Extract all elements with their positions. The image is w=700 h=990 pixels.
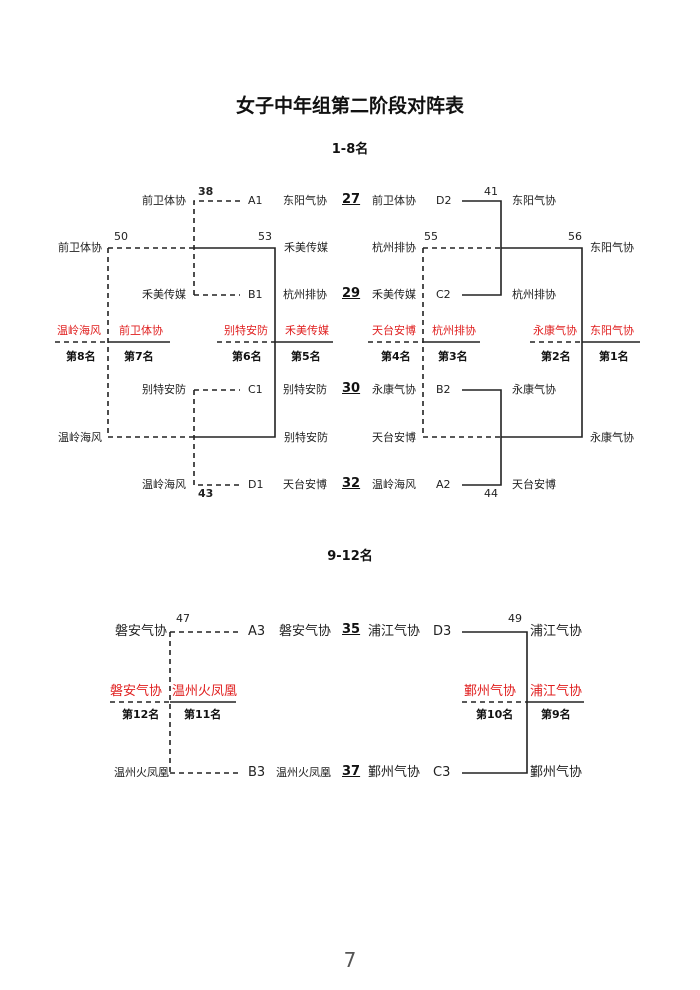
slot-label: A2 — [436, 478, 451, 491]
match-number: 27 — [342, 192, 361, 207]
match-number: 30 — [342, 381, 361, 396]
team-name: 磐安气协 — [279, 624, 332, 639]
game-number: 38 — [198, 185, 214, 198]
rank-label: 第8名 — [66, 350, 96, 363]
match-number: 37 — [342, 764, 361, 779]
game-number: 56 — [568, 230, 582, 243]
team-name: 温岭海风 — [142, 478, 186, 491]
slot-label: D2 — [436, 194, 452, 207]
team-name: 温岭海风 — [58, 431, 102, 444]
team-name: 别特安防 — [284, 431, 328, 444]
team-name: 前卫体协 — [142, 194, 186, 207]
team-name: 温州火凤凰 — [114, 766, 169, 779]
result-team: 前卫体协 — [119, 324, 163, 337]
team-name: 前卫体协 — [372, 194, 416, 207]
result-team: 磐安气协 — [110, 684, 163, 699]
team-name: 浦江气协 — [530, 624, 583, 639]
team-name: 别特安防 — [283, 383, 327, 396]
team-name: 磐安气协 — [114, 624, 167, 639]
result-team: 禾美传媒 — [285, 324, 329, 337]
rank-label: 第7名 — [124, 350, 154, 363]
team-name: 东阳气协 — [283, 194, 327, 207]
team-name: 前卫体协 — [58, 241, 102, 254]
match-number: 29 — [342, 286, 361, 301]
result-team: 浦江气协 — [530, 684, 583, 699]
rank-label: 第9名 — [541, 708, 571, 721]
team-name: 永康气协 — [372, 383, 416, 396]
game-number: 53 — [258, 230, 272, 243]
result-team: 杭州排协 — [432, 324, 476, 337]
team-name: 禾美传媒 — [372, 288, 416, 301]
game-number: 55 — [424, 230, 438, 243]
result-team: 天台安博 — [372, 324, 416, 337]
team-name: 浦江气协 — [368, 624, 421, 639]
team-name: 杭州排协 — [512, 288, 556, 301]
team-name: 温岭海风 — [372, 478, 416, 491]
rank-label: 第11名 — [184, 708, 222, 721]
rank-label: 第4名 — [381, 350, 411, 363]
game-number: 41 — [484, 185, 498, 198]
match-number: 32 — [342, 476, 361, 491]
match-number: 35 — [342, 622, 361, 637]
rank-label: 第2名 — [541, 350, 571, 363]
slot-label: B3 — [248, 765, 266, 780]
team-name: 别特安防 — [142, 383, 186, 396]
slot-label: C1 — [248, 383, 263, 396]
game-number: 47 — [176, 612, 190, 625]
result-team: 别特安防 — [224, 324, 268, 337]
team-name: 杭州排协 — [372, 241, 416, 254]
rank-label: 第1名 — [599, 350, 629, 363]
team-name: 鄞州气协 — [530, 765, 583, 780]
result-team: 温州火凤凰 — [172, 684, 238, 699]
team-name: 永康气协 — [512, 383, 556, 396]
rank-label: 第3名 — [438, 350, 468, 363]
team-name: 禾美传媒 — [284, 241, 328, 254]
game-number: 49 — [508, 612, 522, 625]
slot-label: B2 — [436, 383, 451, 396]
section-heading-9-12: 9-12名 — [327, 549, 373, 564]
team-name: 天台安博 — [372, 431, 416, 444]
bracket-line-game-43 — [193, 389, 240, 486]
slot-label: C2 — [436, 288, 451, 301]
slot-label: A1 — [248, 194, 263, 207]
slot-label: D1 — [248, 478, 264, 491]
team-name: 杭州排协 — [283, 288, 327, 301]
result-team: 温岭海风 — [57, 324, 101, 337]
game-number: 43 — [198, 487, 214, 500]
team-name: 东阳气协 — [512, 194, 556, 207]
slot-label: B1 — [248, 288, 263, 301]
slot-label: C3 — [433, 765, 451, 780]
page-number: 7 — [343, 948, 357, 972]
team-name: 天台安博 — [283, 478, 327, 491]
game-number: 44 — [484, 487, 498, 500]
slot-label: A3 — [248, 624, 266, 639]
team-name: 东阳气协 — [590, 241, 634, 254]
game-number: 50 — [114, 230, 128, 243]
rank-label: 第5名 — [291, 350, 321, 363]
page-title: 女子中年组第二阶段对阵表 — [235, 95, 464, 117]
slot-label: D3 — [433, 624, 452, 639]
bracket-line-game-47 — [169, 631, 240, 774]
section-heading-1-8: 1-8名 — [331, 142, 369, 157]
team-name: 鄞州气协 — [368, 765, 421, 780]
result-team: 永康气协 — [533, 324, 577, 337]
rank-label: 第10名 — [476, 708, 514, 721]
result-team: 鄞州气协 — [464, 684, 517, 699]
team-name: 温州火凤凰 — [276, 766, 331, 779]
rank-label: 第12名 — [122, 708, 160, 721]
team-name: 禾美传媒 — [142, 288, 186, 301]
bracket-line-game-38 — [193, 200, 240, 296]
team-name: 天台安博 — [512, 478, 556, 491]
team-name: 永康气协 — [590, 431, 634, 444]
rank-label: 第6名 — [232, 350, 262, 363]
result-team: 东阳气协 — [590, 324, 634, 337]
